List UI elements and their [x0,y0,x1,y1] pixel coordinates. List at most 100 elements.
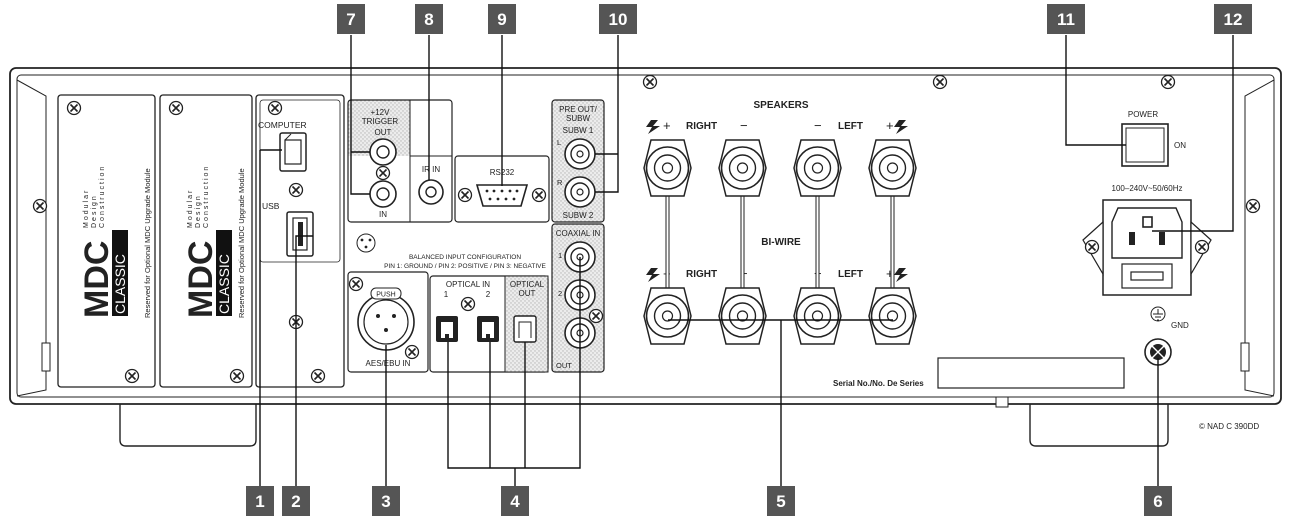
svg-text:7: 7 [346,10,355,29]
mdc-tagline-3: Construction [99,165,106,228]
speaker-terminal-right-minus[interactable] [718,139,767,197]
hazard-icon [646,268,660,282]
callout-badge-8: 8 [415,4,443,34]
speaker-terminal-left-minus[interactable] [793,139,842,197]
polarity-plus: + [663,118,671,133]
svg-text:11: 11 [1057,10,1075,29]
chassis-screw [32,198,48,214]
aes-ebu-xlr-input[interactable] [357,287,415,351]
callout-badge-11: 11 [1047,4,1085,34]
mdc-tagline-3: Construction [203,165,210,228]
mdc-logo: MDC [78,241,116,318]
polarity-minus: − [740,118,748,133]
optical-in-1-port[interactable] [436,316,458,342]
left-foot [119,404,257,447]
pre-l-label: L [557,138,561,147]
optical-in-2-port[interactable] [477,316,499,342]
trigger-out-jack[interactable] [369,138,397,166]
chassis-screw [642,74,658,90]
serial-plate [937,357,1125,389]
trigger-in-label: IN [379,210,387,219]
mdc-tagline-1: Modular [187,189,194,228]
callout-badge-7: 7 [337,4,365,34]
coax-2-label: 2 [558,289,562,298]
chassis-screw [932,74,948,90]
xlr-pin-diagram [356,233,376,253]
callout-badge-6: 6 [1144,486,1172,516]
callout-badge-5: 5 [767,486,795,516]
svg-text:1: 1 [255,492,264,511]
serial-label: Serial No./No. De Series [833,379,924,388]
callout-badge-3: 3 [372,486,400,516]
svg-text:12: 12 [1224,10,1243,29]
speakers-left-label: LEFT [838,121,863,132]
balanced-config-label: BALANCED INPUT CONFIGURATION [409,254,521,261]
usb-label: USB [262,201,280,211]
trigger-in-jack[interactable] [369,180,397,208]
ir-in-label: IR IN [422,165,440,174]
aes-ebu-label: AES/EBU IN [366,359,411,368]
pre-r-label: R [557,178,563,187]
pre-out-subw1-jack[interactable] [564,138,596,170]
biwire-left-label: LEFT [838,269,863,280]
power-label: POWER [1128,110,1158,119]
optical-out-port[interactable] [513,315,537,343]
svg-text:3: 3 [381,492,390,511]
mdc-tagline-2: Design [91,194,98,228]
svg-text:5: 5 [776,492,785,511]
copyright-label: © NAD C 390DD [1199,422,1259,431]
mdc-classic-text: CLASSIC [112,254,128,314]
rs232-port[interactable] [475,184,529,207]
biwire-terminal-left-plus[interactable] [868,287,917,345]
optical-out-label-line1: OPTICAL [510,280,545,289]
pre-out-subw2-jack[interactable] [564,176,596,208]
subw1-label: SUBW 1 [563,126,594,135]
biwire-terminal-right-minus[interactable] [718,287,767,345]
speaker-terminal-right-plus[interactable] [643,139,692,197]
mdc-module-slot-1: MDC CLASSIC Modular Design Construction … [57,94,156,388]
pre-out-label-line2: SUBW [566,114,590,123]
power-switch[interactable] [1121,123,1169,167]
computer-label: COMPUTER [258,120,307,130]
callout-badge-2: 2 [282,486,310,516]
mdc-reserved-text: Reserved for Optional MDC Upgrade Module [143,168,152,318]
trigger-label-line1: +12V [371,108,391,117]
callout-badge-9: 9 [488,4,516,34]
chassis-screw [1160,74,1176,90]
polarity-plus: + [886,266,894,281]
biwire-label: BI-WIRE [761,237,801,248]
polarity-plus: + [886,118,894,133]
mdc-tagline-2: Design [195,194,202,228]
speaker-terminal-left-plus[interactable] [868,139,917,197]
svg-text:2: 2 [291,492,300,511]
svg-text:6: 6 [1153,492,1162,511]
hazard-icon [894,120,908,134]
mdc-module-slot-2: MDC CLASSIC Modular Design Construction … [159,94,253,388]
svg-text:4: 4 [510,492,520,511]
optical-1-label: 1 [444,290,449,299]
coaxial-in-label: COAXIAL IN [556,229,601,238]
biwire-terminal-right-plus[interactable] [643,287,692,345]
callout-badge-1: 1 [246,486,274,516]
right-foot [1029,404,1169,447]
hazard-icon [646,120,660,134]
optical-2-label: 2 [486,290,491,299]
biwire-terminal-left-minus[interactable] [793,287,842,345]
speakers-right-label: RIGHT [686,121,717,132]
subw2-label: SUBW 2 [563,211,594,220]
mdc-reserved-text: Reserved for Optional MDC Upgrade Module [237,168,246,318]
pre-out-label-line1: PRE OUT/ [559,105,598,114]
chassis-screw [1245,198,1261,214]
callout-badge-12: 12 [1214,4,1252,34]
voltage-label: 100–240V~50/60Hz [1112,184,1183,193]
ir-in-jack[interactable] [418,179,444,205]
push-label: PUSH [376,292,395,299]
balanced-pins-label: PIN 1: GROUND / PIN 2: POSITIVE / PIN 3:… [384,263,546,270]
usb-b-port[interactable] [279,132,307,172]
hazard-icon [894,268,908,282]
ac-inlet[interactable] [1082,199,1212,296]
power-on-label: ON [1174,141,1186,150]
usb-a-port[interactable] [286,211,314,257]
callout-badge-4: 4 [501,486,529,516]
optical-in-label: OPTICAL IN [446,280,490,289]
